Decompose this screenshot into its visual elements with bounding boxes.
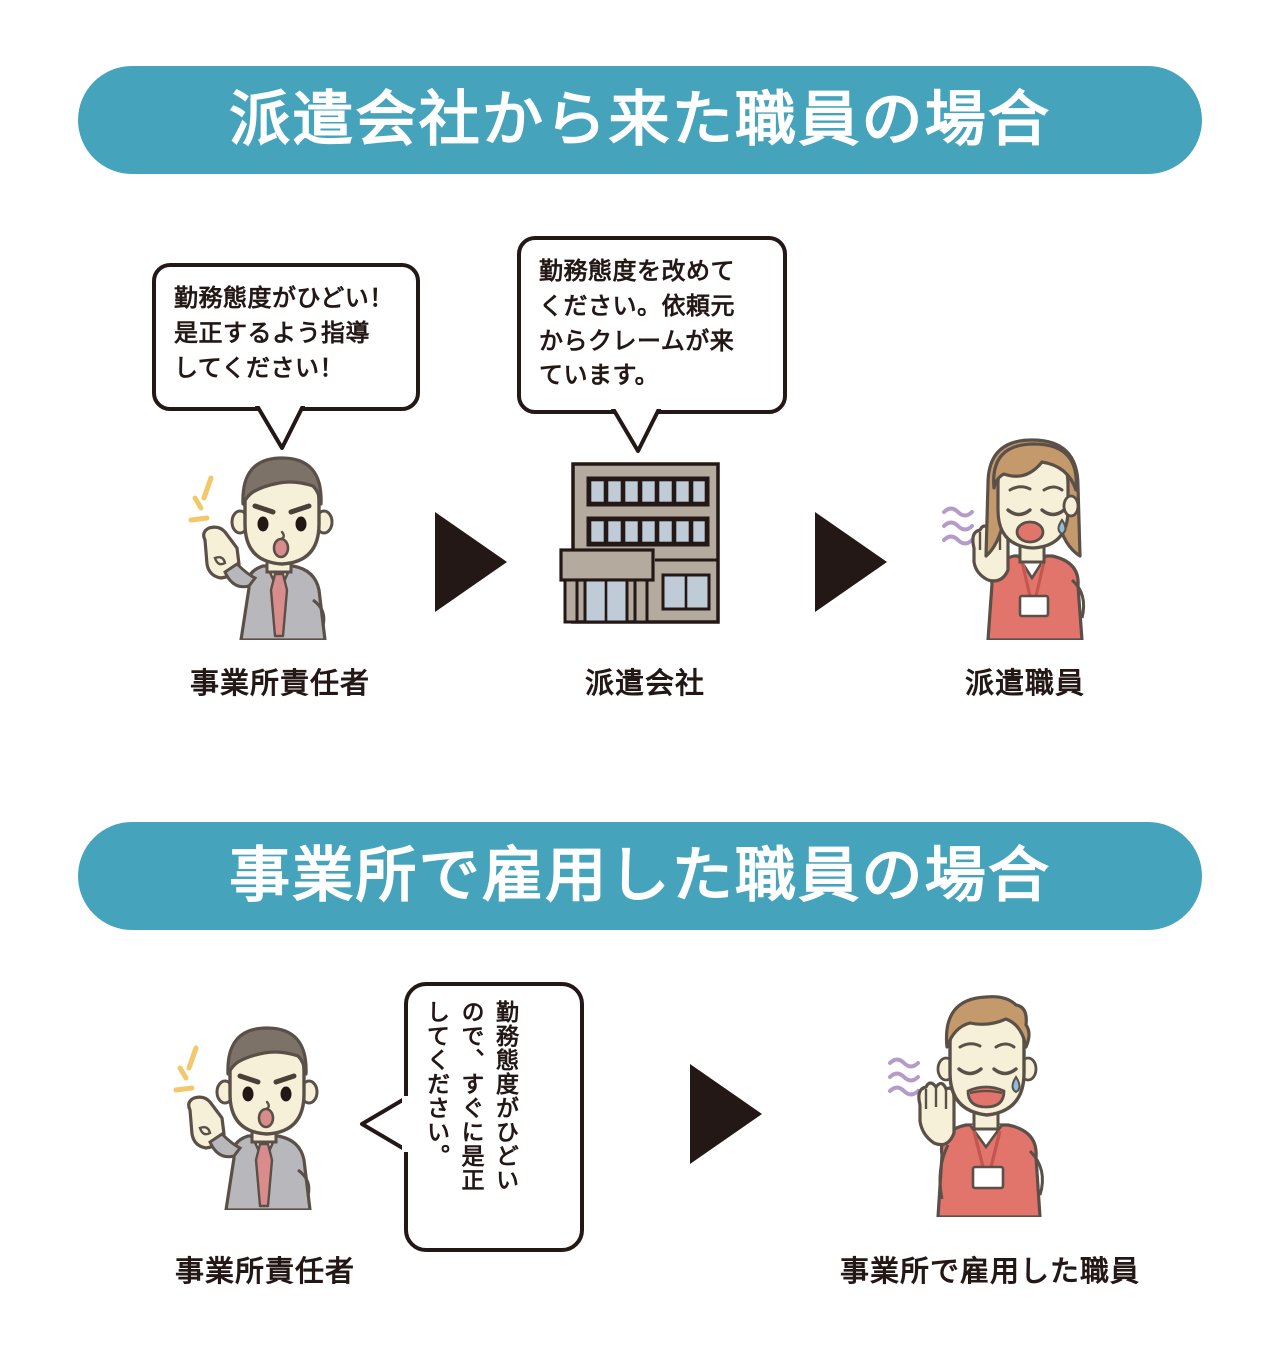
node-caption-dispatched-worker: 派遣職員	[964, 666, 1085, 700]
speech-bubble-tail-down-icon	[252, 398, 308, 450]
section-banner-dispatched: 派遣会社から来た職員の場合	[78, 66, 1202, 174]
male-worker-distressed-icon	[880, 985, 1090, 1217]
office-building-icon	[555, 450, 735, 635]
node-caption-dispatch-agency: 派遣会社	[584, 666, 705, 700]
node-caption-office-manager-2: 事業所責任者	[174, 1254, 355, 1288]
speech-bubble-manager-to-employee-text: 勤務態度がひどいので、すぐに是正してください。	[422, 1000, 518, 1192]
section-banner-directly-hired: 事業所で雇用した職員の場合	[78, 822, 1202, 930]
speech-bubble-agency-to-worker: 勤務態度を改めて ください。依頼元 からクレームが来 ています。	[517, 236, 787, 414]
speech-bubble-manager-to-agency: 勤務態度がひどい！ 是正するよう指導 してください！	[152, 263, 420, 411]
speech-bubble-tail-down-icon	[608, 401, 664, 453]
speech-bubble-agency-to-worker-text: 勤務態度を改めて ください。依頼元 からクレームが来 ています。	[539, 257, 735, 390]
node-caption-office-manager: 事業所責任者	[189, 666, 370, 700]
speech-bubble-manager-to-employee: 勤務態度がひどいので、すぐに是正してください。	[404, 982, 584, 1252]
manager-pointing-icon	[160, 1010, 360, 1210]
speech-bubble-tail-left-icon	[358, 1094, 412, 1154]
female-worker-distressed-icon	[930, 428, 1130, 640]
arrow-right-icon	[815, 512, 887, 612]
banner-title-dispatched: 派遣会社から来た職員の場合	[228, 85, 1052, 155]
node-caption-hired-employee: 事業所で雇用した職員	[839, 1254, 1140, 1288]
speech-bubble-manager-to-agency-text: 勤務態度がひどい！ 是正するよう指導 してください！	[174, 284, 394, 382]
banner-title-directly-hired: 事業所で雇用した職員の場合	[228, 841, 1052, 911]
manager-pointing-icon	[175, 440, 375, 640]
arrow-right-icon	[690, 1064, 762, 1164]
arrow-right-icon	[435, 512, 507, 612]
